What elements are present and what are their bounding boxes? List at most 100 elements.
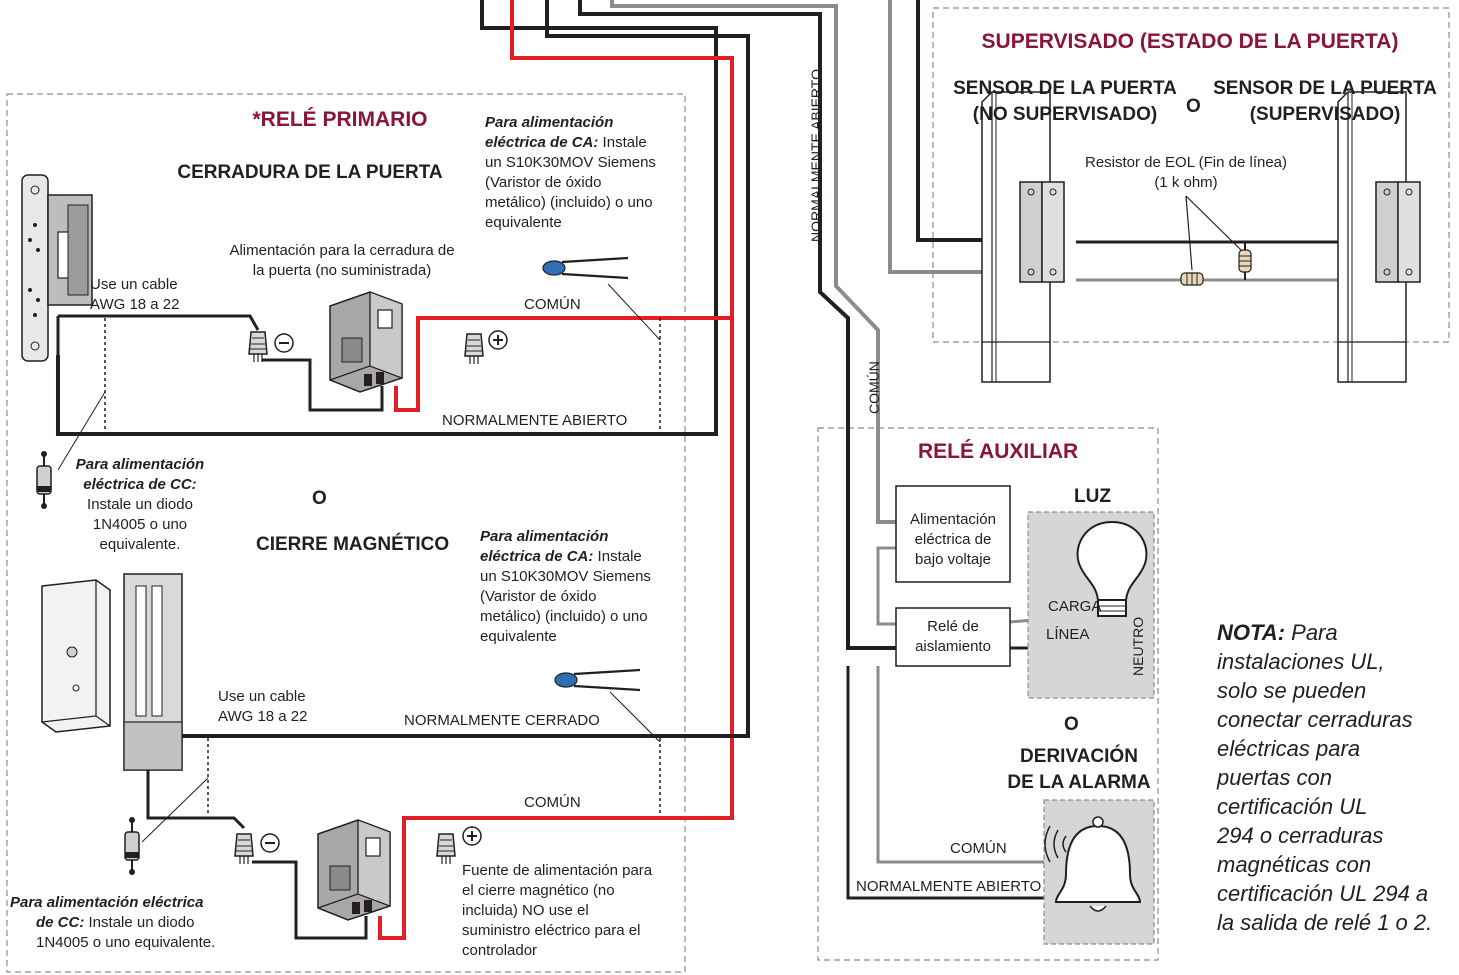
note-line-4: conectar cerraduras [1217, 707, 1413, 732]
diode-icon [36, 450, 52, 510]
wire-red-top-lock [394, 316, 732, 412]
mag-power-2: el cierre magnético (no [462, 882, 615, 899]
note-line-1-text: Para [1285, 620, 1338, 645]
vertical-common-label: COMÚN [866, 361, 882, 414]
wire-lock-top [58, 314, 260, 331]
note-line-6: puertas con [1217, 765, 1332, 790]
wire-black-to-sensor [916, 0, 1008, 242]
dc-note-bottom-line-1: Para alimentación eléctrica [10, 894, 203, 912]
note-line-2: instalaciones UL, [1217, 649, 1385, 674]
normally-open-top-label: NORMALMENTE ABIERTO [442, 412, 628, 429]
common-top-label: COMÚN [524, 296, 581, 313]
isolation-label-1: Relé de [927, 618, 979, 635]
mag-lock-label: CIERRE MAGNÉTICO [256, 534, 450, 555]
door-sensor-icon [1337, 91, 1421, 383]
cable-top-1: Use un cable [90, 276, 178, 293]
ul-note: NOTA: Para instalaciones UL, solo se pue… [1217, 618, 1432, 937]
note-line-8: 294 o cerraduras [1217, 823, 1384, 848]
line-label: LÍNEA [1046, 626, 1090, 643]
dc-note-top-bold-1: Para alimentación [75, 456, 205, 473]
wire-black-trunk-1 [56, 0, 718, 436]
cable-bottom-1: Use un cable [218, 688, 306, 705]
wire-gray-to-sensor [888, 0, 1012, 274]
load-label: CARGA [1048, 598, 1102, 615]
low-voltage-box [895, 485, 1011, 583]
supervised-or: O [1186, 96, 1201, 117]
low-voltage-label-3: bajo voltaje [915, 551, 991, 568]
mag-power-5: controlador [462, 942, 538, 959]
lock-power-label-2: la puerta (no suministrada) [252, 262, 432, 279]
note-line-9: magnéticas con [1217, 852, 1372, 877]
magnetic-lock-icon [41, 573, 183, 771]
ac-note-bottom-bold-1: Para alimentación [480, 528, 609, 545]
wire-nut-icon [234, 833, 254, 865]
note-bold: NOTA: [1217, 620, 1286, 645]
note-line-3: solo se pueden [1217, 678, 1367, 703]
wire-gray-lv-iso [876, 546, 896, 626]
dc-note-bottom-bold-2: de CC: [36, 914, 85, 931]
cable-bottom-2: AWG 18 a 22 [218, 708, 308, 725]
mag-power-1: Fuente de alimentación para [462, 862, 653, 879]
aux-or: O [1064, 714, 1079, 735]
note-line-5: eléctricas para [1217, 736, 1361, 761]
power-adapter-icon [329, 291, 403, 393]
dc-note-bottom-line-2: de CC: Instale un diodo [36, 914, 194, 932]
wire-black-alarm [846, 666, 1056, 900]
wire-nut-icon [464, 333, 484, 365]
dc-note-top-bold-2: eléctrica de CC: [83, 476, 197, 493]
or-label-primary: O [312, 488, 327, 509]
wire-nut-icon [436, 833, 456, 865]
sensor-left-2: (NO SUPERVISADO) [972, 104, 1158, 125]
sensor-right-1: SENSOR DE LA PUERTA [1213, 78, 1437, 99]
isolation-relay-box [895, 607, 1011, 667]
wire-mag-adapter-neg [252, 860, 368, 940]
primary-relay-box [6, 93, 686, 973]
light-label: LUZ [1074, 486, 1111, 507]
supervised-title: SUPERVISADO (ESTADO DE LA PUERTA) [981, 30, 1399, 53]
ac-note-top-rest-1: Instale [598, 134, 647, 151]
wire-lock-adapter-neg [262, 358, 384, 412]
primary-relay-title: *RELÉ PRIMARIO [252, 108, 428, 131]
dc-note-top-rest-3: equivalente. [99, 536, 181, 553]
varistor-icon [553, 668, 642, 692]
ac-note-top-rest-3: (Varistor de óxido [485, 174, 602, 191]
door-lock-label: CERRADURA DE LA PUERTA [177, 162, 443, 183]
supervised-box [932, 7, 1450, 343]
ac-note-bottom-rest-5: equivalente [480, 628, 557, 645]
note-line-10: certificación UL 294 a [1217, 881, 1429, 906]
note-line-1: NOTA: Para [1217, 618, 1432, 647]
ac-note-bottom-bold-2: eléctrica de CA: [480, 548, 594, 565]
neutral-label: NEUTRO [1130, 616, 1146, 676]
light-bulb-icon [1076, 520, 1148, 617]
normally-closed-label: NORMALMENTE CERRADO [404, 712, 600, 729]
door-sensor-icon [981, 91, 1065, 383]
dc-note-bottom-rest-2: 1N4005 o uno equivalente. [36, 934, 216, 951]
aux-common-label: COMÚN [950, 840, 1007, 857]
aux-relay-title: RELÉ AUXILIAR [918, 440, 1079, 463]
sensor-left-1: SENSOR DE LA PUERTA [953, 78, 1177, 99]
vertical-normally-open-label: NORMALMENTE ABIERTO [808, 69, 824, 242]
common-bottom-label: COMÚN [524, 794, 581, 811]
ac-note-bottom-rest-3: (Varistor de óxido [480, 588, 597, 605]
low-voltage-label-2: eléctrica de [914, 531, 992, 548]
wire-nut-icon [248, 331, 268, 363]
note-line-11: la salida de relé 1 o 2. [1217, 910, 1433, 935]
alarm-bypass-1: DERIVACIÓN [1020, 746, 1138, 767]
alarm-bell-icon [1044, 816, 1142, 912]
wire-gray-alarm [876, 666, 1056, 864]
wire-gray-trunk-1 [610, 0, 896, 524]
wire-mag-bottom [146, 770, 246, 830]
resistor-label-2: (1 k ohm) [1154, 174, 1218, 191]
ac-note-top-line-2: eléctrica de CA: Instale [485, 134, 647, 152]
resistor-icon [1238, 242, 1252, 280]
dc-note-top-rest-2: 1N4005 o uno [92, 516, 188, 533]
ac-note-bottom-rest-1: Instale [593, 548, 642, 565]
low-voltage-label-1: Alimentación [910, 511, 996, 528]
ac-note-bottom-rest-2: un S10K30MOV Siemens [480, 568, 651, 585]
wire-red-trunk [378, 0, 734, 940]
note-line-7: certificación UL [1217, 794, 1368, 819]
dc-note-bottom-rest-1: Instale un diodo [84, 914, 195, 931]
ac-note-top-rest-2: un S10K30MOV Siemens [485, 154, 656, 171]
ac-note-top-rest-5: equivalente [485, 214, 562, 231]
